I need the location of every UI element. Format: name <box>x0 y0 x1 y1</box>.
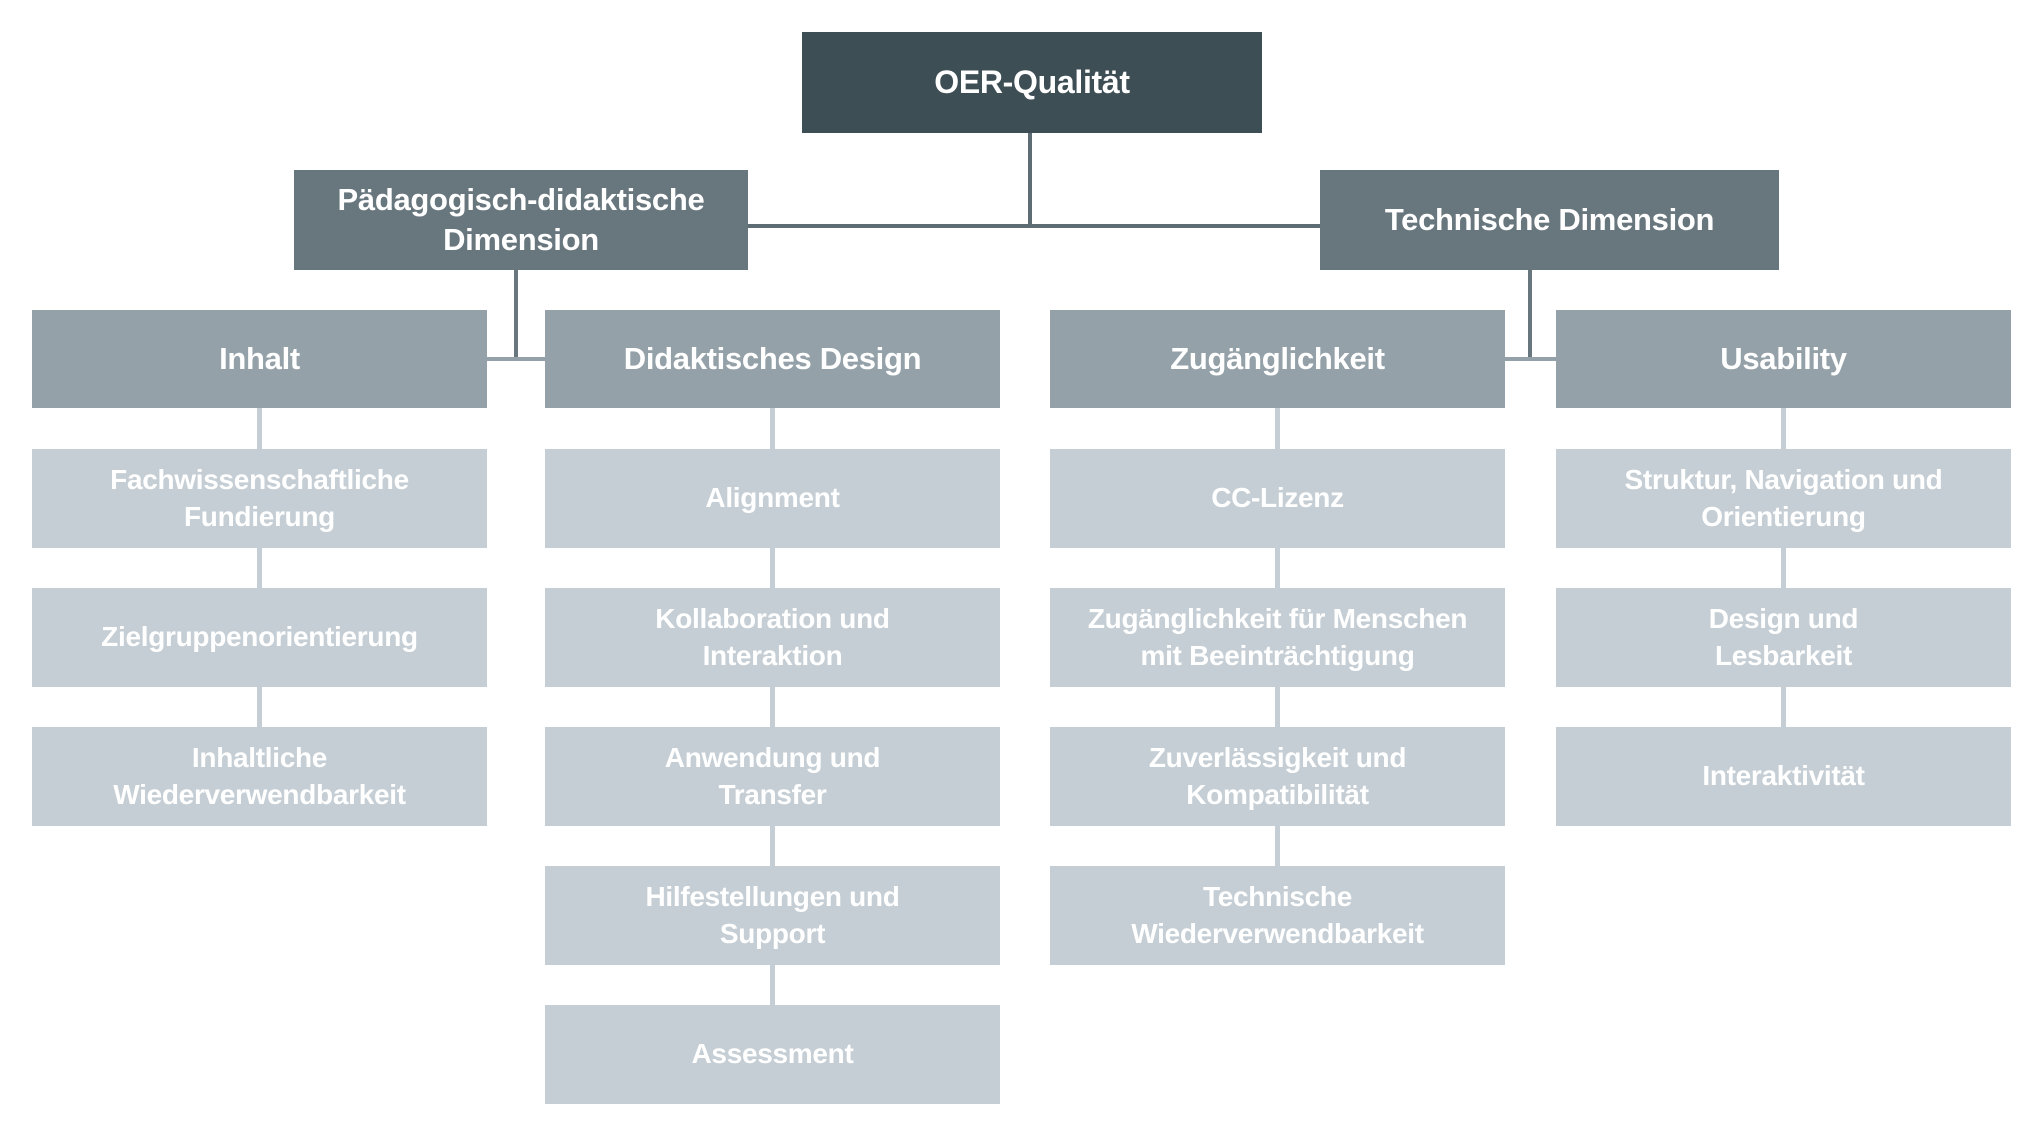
leaf-struktur-navigation-orientierung: Struktur, Navigation und Orientierung <box>1556 449 2011 548</box>
node-inhalt: Inhalt <box>32 310 487 408</box>
node-usability: Usability <box>1556 310 2011 408</box>
connector-technisch-stub <box>1528 270 1532 361</box>
node-oer-qualitaet: OER-Qualität <box>802 32 1262 133</box>
connector-col1-seg1 <box>257 408 262 449</box>
node-didaktisches-design: Didaktisches Design <box>545 310 1000 408</box>
connector-col1-seg3 <box>257 687 262 727</box>
leaf-kollaboration-und-interaktion: Kollaboration und Interaktion <box>545 588 1000 687</box>
leaf-zuverlaessigkeit-und-kompatibilitaet: Zuverlässigkeit und Kompatibilität <box>1050 727 1505 826</box>
connector-col1-seg2 <box>257 548 262 588</box>
leaf-technische-wiederverwendbarkeit: Technische Wiederverwendbarkeit <box>1050 866 1505 965</box>
leaf-cc-lizenz: CC-Lizenz <box>1050 449 1505 548</box>
connector-col2-seg5 <box>770 965 775 1005</box>
connector-col2-seg4 <box>770 826 775 866</box>
connector-col2-seg3 <box>770 687 775 727</box>
connector-col2-seg2 <box>770 548 775 588</box>
leaf-zielgruppenorientierung: Zielgruppenorientierung <box>32 588 487 687</box>
leaf-design-und-lesbarkeit: Design und Lesbarkeit <box>1556 588 2011 687</box>
leaf-hilfestellungen-und-support: Hilfestellungen und Support <box>545 866 1000 965</box>
connector-dimension-rail <box>748 224 1320 228</box>
connector-root-stub <box>1028 133 1032 228</box>
connector-rail-inhalt-didaktisch <box>487 357 545 361</box>
connector-col3-seg2 <box>1275 548 1280 588</box>
node-paedagogisch-didaktische-dimension: Pädagogisch-didaktische Dimension <box>294 170 748 270</box>
leaf-inhaltliche-wiederverwendbarkeit: Inhaltliche Wiederverwendbarkeit <box>32 727 487 826</box>
connector-col4-seg1 <box>1781 408 1786 449</box>
node-zugaenglichkeit: Zugänglichkeit <box>1050 310 1505 408</box>
connector-rail-zugaenglichkeit-usability <box>1505 357 1556 361</box>
node-technische-dimension: Technische Dimension <box>1320 170 1779 270</box>
leaf-anwendung-und-transfer: Anwendung und Transfer <box>545 727 1000 826</box>
connector-col4-seg3 <box>1781 687 1786 727</box>
leaf-zugaenglichkeit-fuer-menschen: Zugänglichkeit für Menschen mit Beeinträ… <box>1050 588 1505 687</box>
connector-col3-seg1 <box>1275 408 1280 449</box>
connector-col3-seg3 <box>1275 687 1280 727</box>
leaf-assessment: Assessment <box>545 1005 1000 1104</box>
leaf-fachwissenschaftliche-fundierung: Fachwissenschaftliche Fundierung <box>32 449 487 548</box>
connector-col2-seg1 <box>770 408 775 449</box>
connector-col3-seg4 <box>1275 826 1280 866</box>
connector-col4-seg2 <box>1781 548 1786 588</box>
leaf-alignment: Alignment <box>545 449 1000 548</box>
leaf-interaktivitaet: Interaktivität <box>1556 727 2011 826</box>
connector-paedagogisch-stub <box>514 270 518 361</box>
